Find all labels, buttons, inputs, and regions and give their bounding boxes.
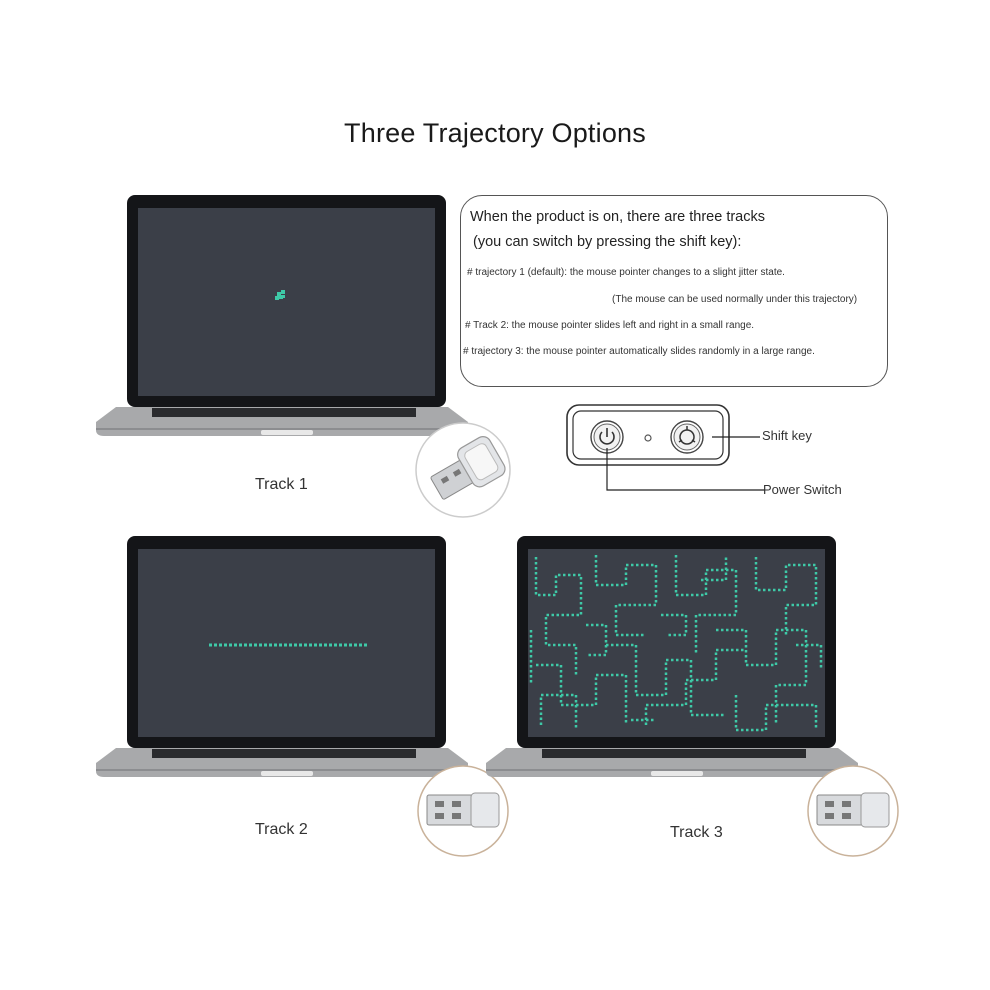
laptop-track-2 [96, 535, 468, 785]
page-title: Three Trajectory Options [344, 118, 646, 148]
track2-description: # Track 2: the mouse pointer slides left… [465, 320, 755, 331]
info-box: When the product is on, there are three … [460, 195, 888, 387]
track1-description: # trajectory 1 (default): the mouse poin… [467, 267, 785, 278]
screen-track-1 [138, 208, 435, 396]
track3-description: # trajectory 3: the mouse pointer automa… [463, 346, 815, 357]
laptop-track-1 [96, 194, 468, 444]
track-1-label: Track 1 [255, 476, 308, 493]
shift-key-label: Shift key [762, 428, 812, 443]
usb-dongle-1 [413, 420, 513, 525]
usb-dongle-3 [805, 763, 901, 864]
info-line-1: When the product is on, there are three … [470, 209, 765, 225]
callout-lines [606, 436, 765, 491]
laptop-track-3 [486, 535, 858, 785]
power-switch-label: Power Switch [763, 482, 842, 497]
track-3-label: Track 3 [670, 824, 723, 841]
track-2-label: Track 2 [255, 821, 308, 838]
track1-note: (The mouse can be used normally under th… [612, 294, 858, 305]
screen-track-2 [138, 549, 435, 737]
info-line-2: (you can switch by pressing the shift ke… [473, 234, 742, 250]
usb-dongle-2 [415, 763, 511, 864]
